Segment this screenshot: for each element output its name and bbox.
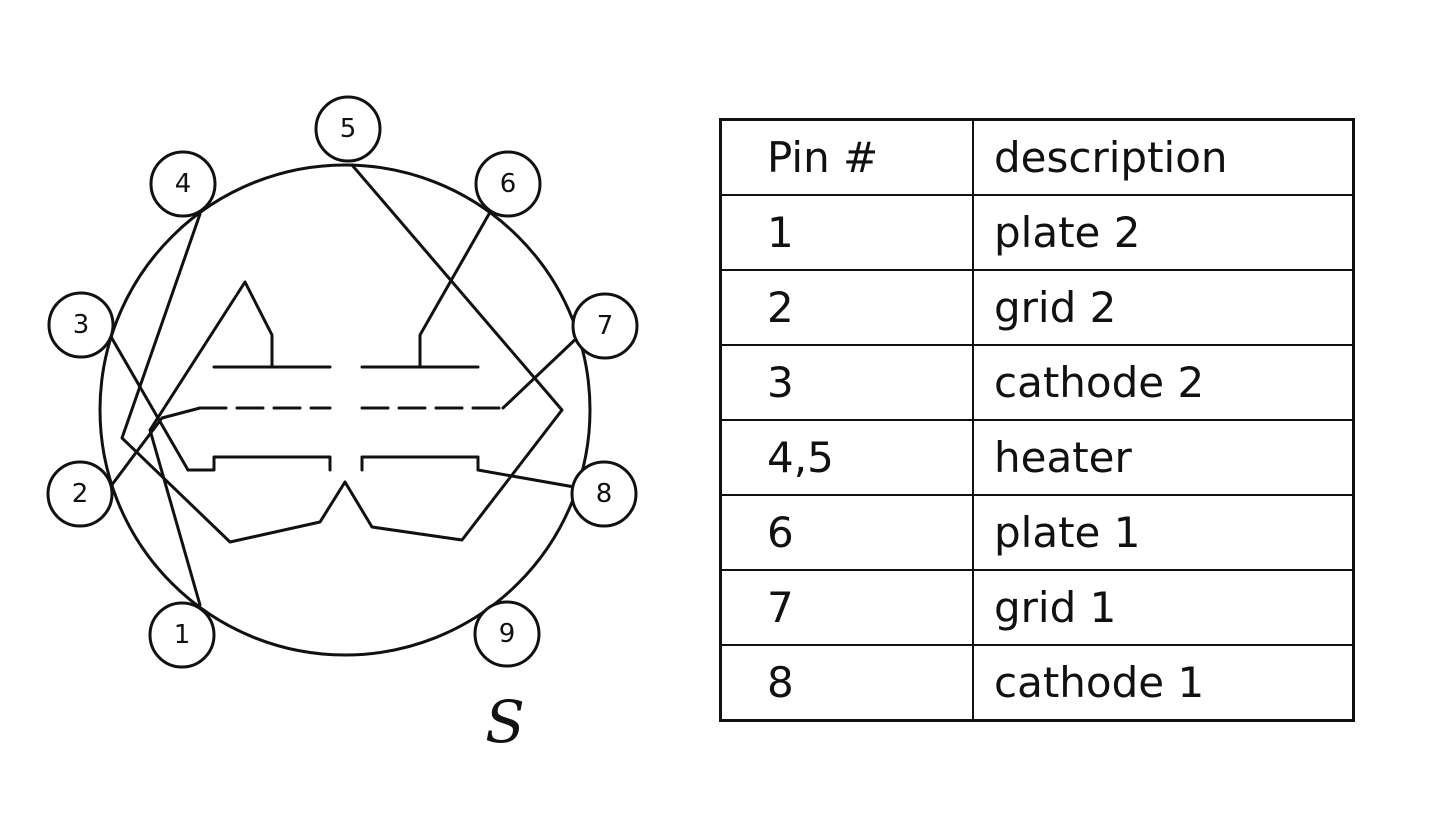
table-row: 8 cathode 1 xyxy=(719,644,1355,722)
description-cell: grid 1 xyxy=(972,569,1355,646)
description-cell: cathode 1 xyxy=(972,644,1355,722)
cathode-2-electrode xyxy=(186,455,332,472)
description-cell: plate 1 xyxy=(972,494,1355,571)
table-row: 1 plate 2 xyxy=(719,194,1355,271)
table-row: 2 grid 2 xyxy=(719,269,1355,346)
pin-5-marker: 5 xyxy=(314,95,382,163)
pin-cell: 1 xyxy=(719,194,974,271)
pin-markers: 1 2 3 4 5 6 7 8 xyxy=(46,95,639,669)
pin-1-marker: 1 xyxy=(148,601,216,669)
pin-1-label: 1 xyxy=(174,620,191,650)
pin-6-marker: 6 xyxy=(474,150,542,218)
table-row: 3 cathode 2 xyxy=(719,344,1355,421)
pin-9-label: 9 xyxy=(499,619,516,649)
plate-1-lead xyxy=(418,198,499,369)
tube-pinout-diagram: 1 2 3 4 5 6 7 8 xyxy=(46,95,639,756)
pin-6-label: 6 xyxy=(500,169,517,199)
pin-9-marker: 9 xyxy=(473,600,541,668)
pin-4-marker: 4 xyxy=(149,150,217,218)
pin-5-label: 5 xyxy=(340,114,357,144)
handwritten-mark: S xyxy=(485,688,525,756)
table-row: 4,5 heater xyxy=(719,419,1355,496)
pin-7-marker: 7 xyxy=(571,292,639,360)
cathode-1-electrode xyxy=(360,455,480,472)
cathode-2-lead xyxy=(108,333,190,472)
description-cell: plate 2 xyxy=(972,194,1355,271)
pin-cell: 7 xyxy=(719,569,974,646)
pin-8-label: 8 xyxy=(596,479,613,509)
pin-cell: 3 xyxy=(719,344,974,421)
pin-3-label: 3 xyxy=(73,310,90,340)
grid-2-lead xyxy=(106,406,202,492)
pin-4-label: 4 xyxy=(175,169,192,199)
pin-8-marker: 8 xyxy=(570,460,638,528)
heater-filament xyxy=(120,163,564,544)
pin-7-label: 7 xyxy=(597,311,614,341)
table-row: 6 plate 1 xyxy=(719,494,1355,571)
description-cell: heater xyxy=(972,419,1355,496)
pin-description-table: Pin # description 1 plate 2 2 grid 2 3 c… xyxy=(719,118,1355,722)
pin-cell: 2 xyxy=(719,269,974,346)
description-cell: grid 2 xyxy=(972,269,1355,346)
pin-cell: 8 xyxy=(719,644,974,722)
cathode-1-lead xyxy=(476,468,582,490)
pin-2-label: 2 xyxy=(72,479,89,509)
tube-envelope xyxy=(98,163,592,657)
pin-3-marker: 3 xyxy=(47,291,115,359)
description-column-header: description xyxy=(972,118,1355,196)
pin-column-header: Pin # xyxy=(719,118,974,196)
description-cell: cathode 2 xyxy=(972,344,1355,421)
pin-cell: 4,5 xyxy=(719,419,974,496)
table-header-row: Pin # description xyxy=(719,118,1355,196)
pin-2-marker: 2 xyxy=(46,460,114,528)
plate-2-lead xyxy=(148,280,274,607)
table-row: 7 grid 1 xyxy=(719,569,1355,646)
tube-electrodes xyxy=(106,163,582,607)
grid-1-lead xyxy=(501,333,582,410)
pin-cell: 6 xyxy=(719,494,974,571)
